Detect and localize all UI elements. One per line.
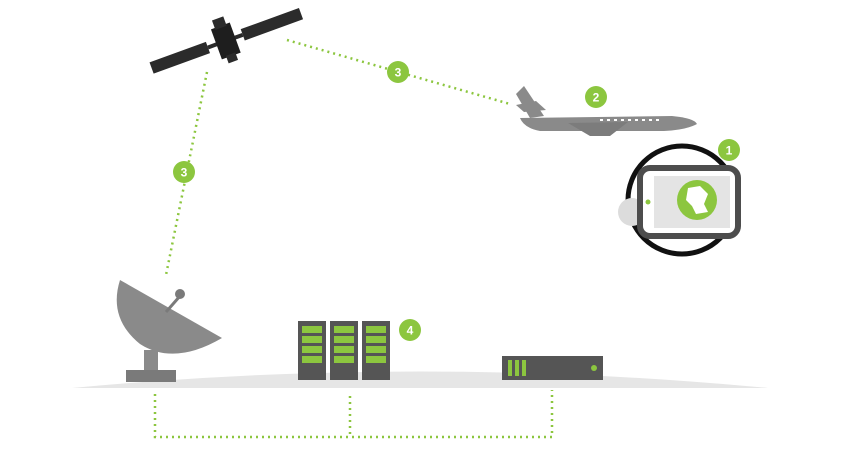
- server-rack: [330, 321, 358, 380]
- step-number: 1: [726, 144, 733, 158]
- airplane-icon: [516, 86, 697, 136]
- step-badge-1: 1: [718, 139, 740, 161]
- step-badge-4: 4: [399, 319, 421, 341]
- step-number: 2: [593, 91, 600, 105]
- server-rack-icon: [298, 321, 390, 380]
- step-badge-3-left: 3: [173, 161, 195, 183]
- satellite-dish-icon: [116, 280, 222, 382]
- step-number: 4: [407, 324, 414, 338]
- link-ground-network: [153, 390, 554, 439]
- tablet-icon: [618, 143, 741, 257]
- ground: [72, 371, 768, 388]
- step-number: 3: [181, 166, 188, 180]
- network-appliance-icon: [502, 356, 603, 380]
- server-rack: [362, 321, 390, 380]
- link-satellite-airplane: [286, 38, 511, 106]
- step-badge-3-top: 3: [387, 61, 409, 83]
- server-rack: [298, 321, 326, 380]
- step-badge-2: 2: [585, 86, 607, 108]
- satellite-icon: [149, 7, 304, 74]
- step-number: 3: [395, 66, 402, 80]
